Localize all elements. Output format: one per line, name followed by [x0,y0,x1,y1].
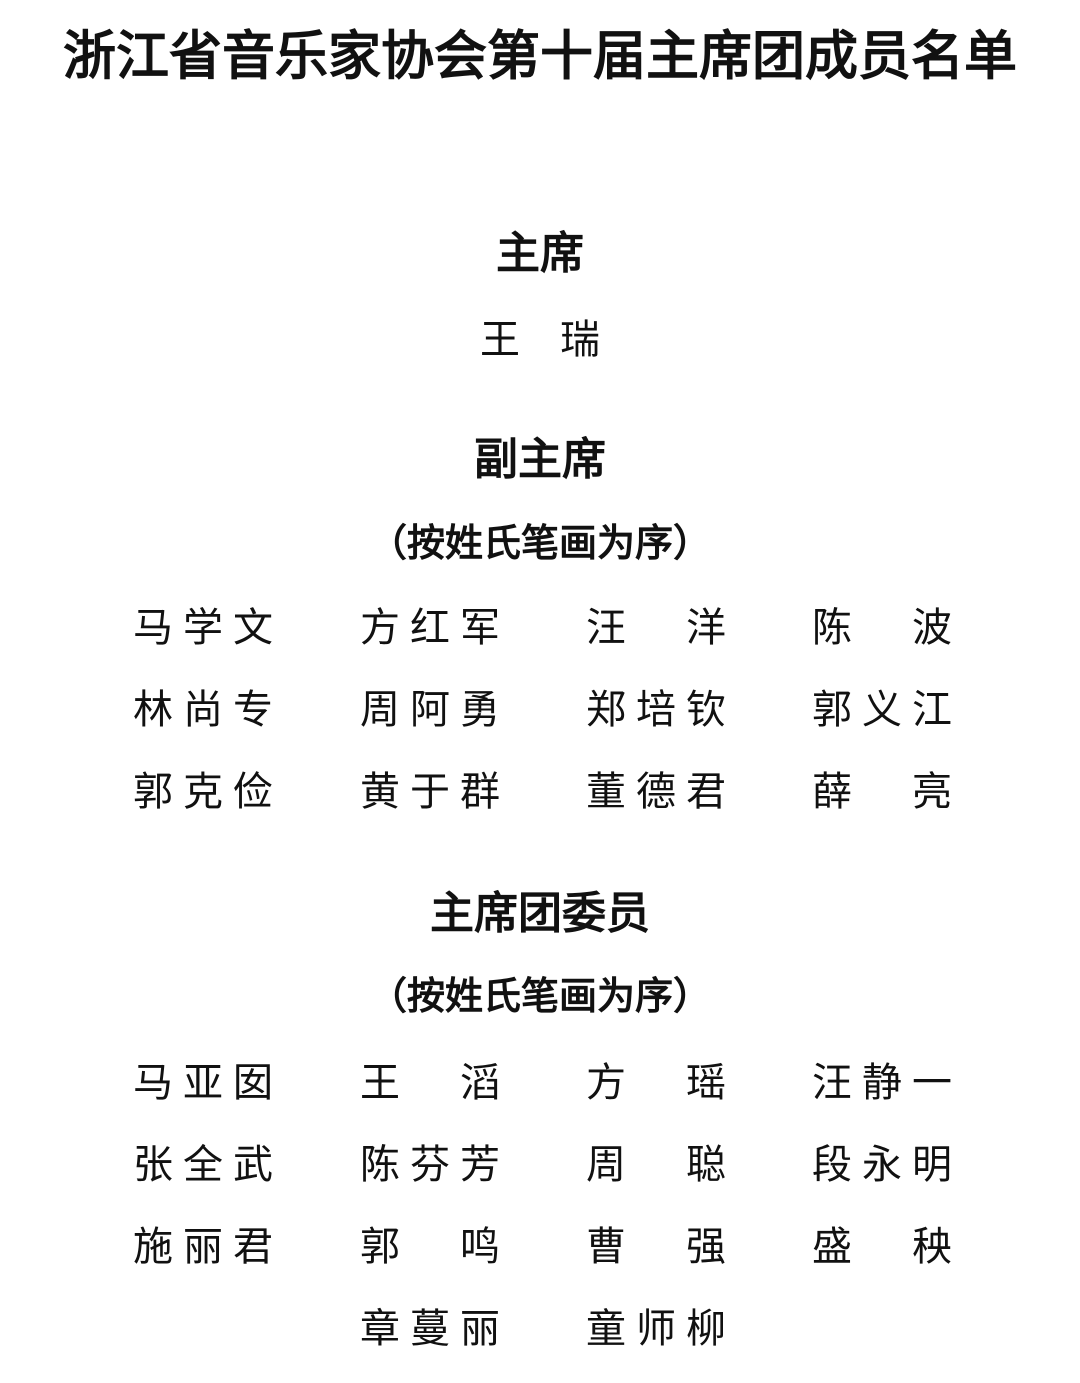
document-title: 浙江省音乐家协会第十届主席团成员名单 [63,26,1017,87]
member-name: 施丽君 [133,1224,273,1270]
member-name: 汪静一 [812,1060,952,1106]
presidium-members-list: 马亚囡 王滔 方瑶 汪静一张全武 陈芬芳 周聪 段永明施丽君 郭鸣 曹强 盛秧章蔓丽 童师柳 [0,1055,1080,1383]
member-name: 汪洋 [586,605,726,651]
member-name: 段永明 [812,1142,952,1188]
name-row: 章蔓丽 童师柳 [0,1301,1080,1383]
member-name: 童师柳 [586,1306,726,1352]
member-name: 薛亮 [812,769,952,815]
vice-chairmen-order-note: （按姓氏笔画为序） [368,521,711,565]
vice-chairmen-heading: 副主席 [474,434,606,485]
name-row: 林尚专 周阿勇 郑培钦 郭义江 [0,682,1080,764]
member-name: 方瑶 [586,1060,726,1106]
name-row: 施丽君 郭鸣 曹强 盛秧 [0,1219,1080,1301]
name-row: 马亚囡 王滔 方瑶 汪静一 [0,1055,1080,1137]
member-name: 黄于群 [360,769,500,815]
member-name: 方红军 [360,605,500,651]
chairman-heading: 主席 [496,228,584,279]
member-name: 林尚专 [133,687,273,733]
presidium-members-heading: 主席团委员 [430,888,650,939]
member-name: 周阿勇 [360,687,500,733]
chairman-name-char: 王 [480,317,520,363]
name-row: 马学文 方红军 汪洋 陈波 [0,600,1080,682]
chairman-name: 王瑞 [0,313,1080,367]
member-name: 董德君 [586,769,726,815]
member-name: 章蔓丽 [360,1306,500,1352]
member-name: 郭鸣 [360,1224,500,1270]
name-row: 郭克俭 黄于群 董德君 薛亮 [0,764,1080,846]
member-name: 马亚囡 [133,1060,273,1106]
member-name: 郭义江 [812,687,952,733]
member-name: 陈波 [812,605,952,651]
member-name: 陈芬芳 [360,1142,500,1188]
chairman-name-char: 瑞 [560,317,600,363]
member-name: 郑培钦 [586,687,726,733]
vice-chairmen-list: 马学文 方红军 汪洋 陈波林尚专 周阿勇 郑培钦 郭义江郭克俭 黄于群 董德君 薛亮 [0,600,1080,846]
member-name: 盛秧 [812,1224,952,1270]
presidium-members-order-note: （按姓氏笔画为序） [368,974,711,1018]
member-name: 张全武 [133,1142,273,1188]
member-name: 郭克俭 [133,769,273,815]
member-name: 王滔 [360,1060,500,1106]
member-name: 周聪 [586,1142,726,1188]
member-name: 马学文 [133,605,273,651]
name-row: 张全武 陈芬芳 周聪 段永明 [0,1137,1080,1219]
member-name: 曹强 [586,1224,726,1270]
